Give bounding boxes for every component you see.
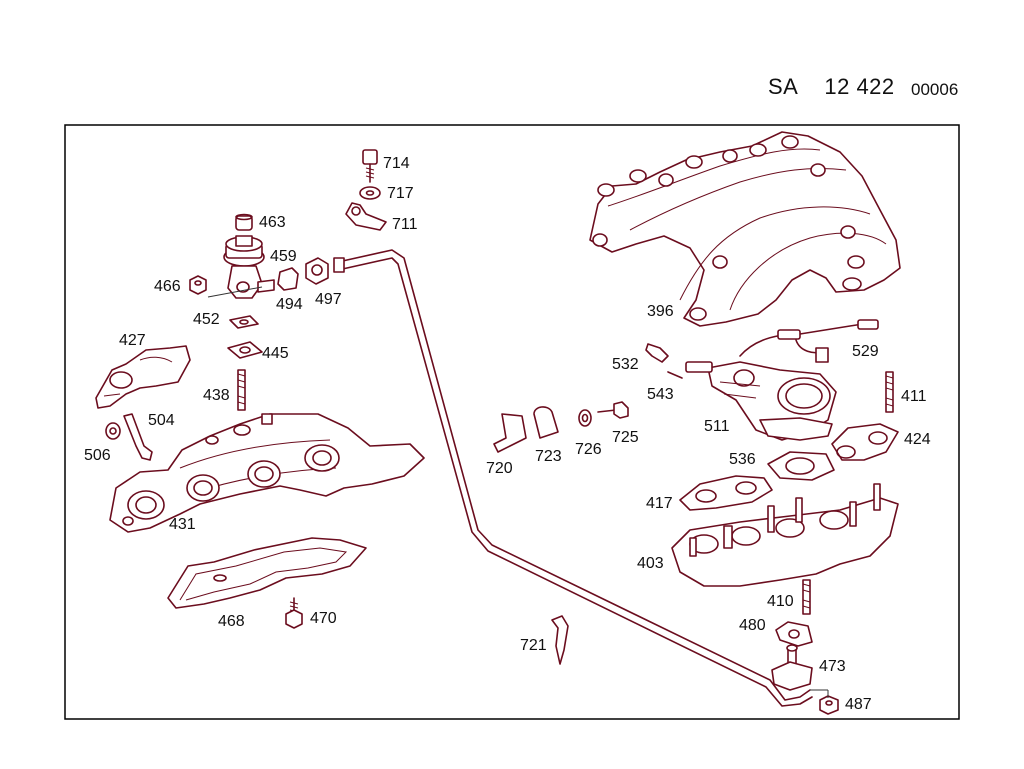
part-411-stud[interactable] — [885, 371, 894, 413]
part-480-gasket[interactable] — [775, 621, 813, 647]
part-labels: 714 717 711 463 459 466 494 497 452 427 … — [84, 155, 931, 713]
label-424: 424 — [904, 431, 931, 448]
part-497-union[interactable] — [305, 257, 329, 285]
vacuum-tube — [333, 249, 813, 707]
tube-end — [333, 257, 345, 273]
label-725: 725 — [612, 429, 639, 446]
part-532-sensor[interactable] — [645, 343, 669, 363]
label-543: 543 — [647, 386, 674, 403]
part-487-nut[interactable] — [819, 695, 839, 715]
part-536-gasket[interactable] — [767, 451, 835, 481]
label-726: 726 — [575, 441, 602, 458]
label-511: 511 — [704, 418, 730, 435]
part-506-washer[interactable] — [105, 422, 121, 440]
part-410-stud[interactable] — [802, 579, 811, 615]
label-480: 480 — [739, 617, 766, 634]
sheet-number: 00006 — [911, 80, 959, 99]
label-529: 529 — [852, 343, 879, 360]
label-497: 497 — [315, 291, 342, 308]
part-417-gasket[interactable] — [679, 475, 773, 511]
label-411: 411 — [901, 388, 927, 405]
label-494: 494 — [276, 296, 303, 313]
label-714: 714 — [383, 155, 410, 172]
label-438: 438 — [203, 387, 230, 404]
part-396-intake-manifold[interactable] — [589, 131, 901, 327]
label-532: 532 — [612, 356, 639, 373]
part-721-clip[interactable] — [551, 615, 569, 665]
label-468: 468 — [218, 613, 245, 630]
part-723-clip[interactable] — [533, 406, 559, 439]
label-452: 452 — [193, 311, 220, 328]
label-410: 410 — [767, 593, 794, 610]
part-494-fitting[interactable] — [277, 267, 299, 291]
label-720: 720 — [486, 460, 513, 477]
label-717: 717 — [387, 185, 414, 202]
part-543-screw[interactable] — [667, 371, 683, 379]
diagram-frame — [64, 124, 960, 720]
part-466-nut[interactable] — [189, 275, 207, 295]
label-721: 721 — [520, 637, 547, 654]
diagram-code: SA 12 422 — [768, 74, 895, 100]
label-470: 470 — [310, 610, 337, 627]
part-726-washer[interactable] — [578, 409, 592, 427]
part-470-bolt[interactable] — [285, 597, 303, 629]
label-396: 396 — [647, 303, 674, 320]
part-717-washer[interactable] — [359, 186, 381, 200]
part-468-heat-shield[interactable] — [167, 537, 367, 609]
label-427: 427 — [119, 332, 146, 349]
part-463-cap[interactable] — [235, 213, 253, 231]
part-424-gasket[interactable] — [831, 423, 899, 461]
part-725-bolt[interactable] — [597, 401, 629, 419]
label-536: 536 — [729, 451, 756, 468]
part-427-heat-shield[interactable] — [95, 345, 191, 409]
part-452-gasket[interactable] — [229, 315, 259, 329]
part-529-wiring[interactable] — [739, 319, 879, 363]
leader-lines — [207, 286, 829, 698]
part-431-exhaust-manifold[interactable] — [109, 413, 425, 533]
diagram-number: 12 422 — [824, 74, 895, 99]
label-504: 504 — [148, 412, 175, 429]
label-417: 417 — [646, 495, 673, 512]
part-403-intake-lower[interactable] — [671, 483, 899, 587]
part-714-screw[interactable] — [362, 149, 378, 183]
diagram-prefix: SA — [768, 74, 799, 99]
part-445-flange[interactable] — [227, 341, 263, 359]
label-431: 431 — [169, 516, 196, 533]
label-466: 466 — [154, 278, 181, 295]
part-504-bracket[interactable] — [123, 413, 153, 461]
label-487: 487 — [845, 696, 872, 713]
label-473: 473 — [819, 658, 846, 675]
label-463: 463 — [259, 214, 286, 231]
part-711-clamp[interactable] — [345, 202, 387, 231]
part-438-stud[interactable] — [237, 369, 246, 411]
part-511-throttle-body[interactable] — [685, 361, 837, 441]
label-403: 403 — [637, 555, 664, 572]
label-711: 711 — [392, 216, 418, 233]
label-445: 445 — [262, 345, 289, 362]
part-473-fitting[interactable] — [771, 644, 813, 691]
part-720-bracket[interactable] — [493, 413, 527, 453]
label-723: 723 — [535, 448, 562, 465]
label-459: 459 — [270, 248, 297, 265]
part-459-valve[interactable] — [223, 235, 275, 299]
label-506: 506 — [84, 447, 111, 464]
